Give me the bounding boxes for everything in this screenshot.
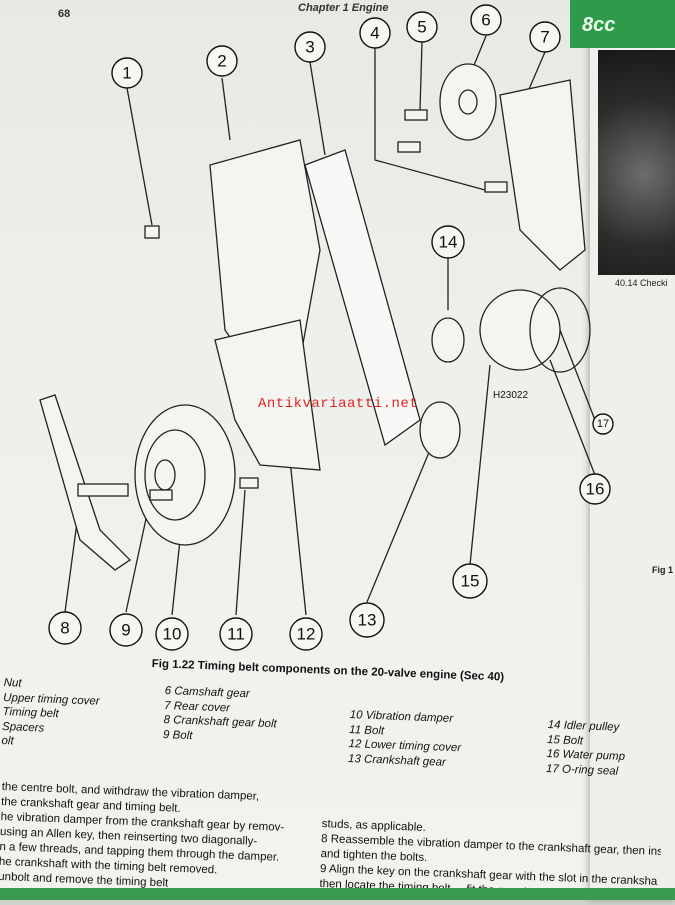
drawing-code: H23022	[493, 390, 528, 401]
adjacent-page-photo	[598, 50, 675, 275]
body-text-left: the centre bolt, and withdraw the vibrat…	[0, 780, 286, 896]
callout-15: 15	[461, 572, 480, 591]
watermark: Antikvariaatti.net	[258, 396, 419, 412]
callout-11: 11	[227, 625, 245, 644]
callout-4: 4	[370, 24, 379, 43]
callout-17: 17	[597, 418, 609, 430]
legend-item: 17 O-ring seal	[545, 762, 619, 778]
callout-7: 7	[540, 28, 549, 47]
callout-1: 1	[122, 64, 131, 83]
callout-13: 13	[358, 611, 377, 630]
callout-12: 12	[297, 625, 316, 644]
callout-6: 6	[481, 11, 490, 30]
green-cover-edge	[0, 888, 675, 900]
adjacent-figure-label: Fig 1	[652, 565, 674, 575]
callout-5: 5	[417, 18, 426, 37]
legend-column-2: 6 Camshaft gear 7 Rear cover 8 Crankshaf…	[163, 684, 278, 746]
callout-9: 9	[121, 621, 130, 640]
exploded-parts-diagram: H23022 1 2 3 4 5 6 7 8 9 10 11 12 13 14 …	[39, 4, 614, 651]
green-cover-banner: 8cc	[570, 0, 675, 48]
callout-2: 2	[217, 52, 226, 71]
legend-column-1: Nut Upper timing cover Timing belt Space…	[1, 676, 100, 752]
callout-8: 8	[60, 619, 69, 638]
callout-14: 14	[439, 233, 458, 252]
adjacent-photo-caption: 40.14 Checki	[615, 278, 668, 288]
legend-column-4: 14 Idler pulley 15 Bolt 16 Water pump 17…	[546, 718, 627, 779]
callout-16: 16	[586, 480, 605, 499]
page-number: 68	[58, 8, 71, 20]
callout-3: 3	[305, 38, 314, 57]
chapter-heading: Chapter 1 Engine	[298, 2, 389, 14]
callout-10: 10	[163, 625, 182, 644]
legend-column-3: 10 Vibration damper 11 Bolt 12 Lower tim…	[348, 708, 463, 770]
